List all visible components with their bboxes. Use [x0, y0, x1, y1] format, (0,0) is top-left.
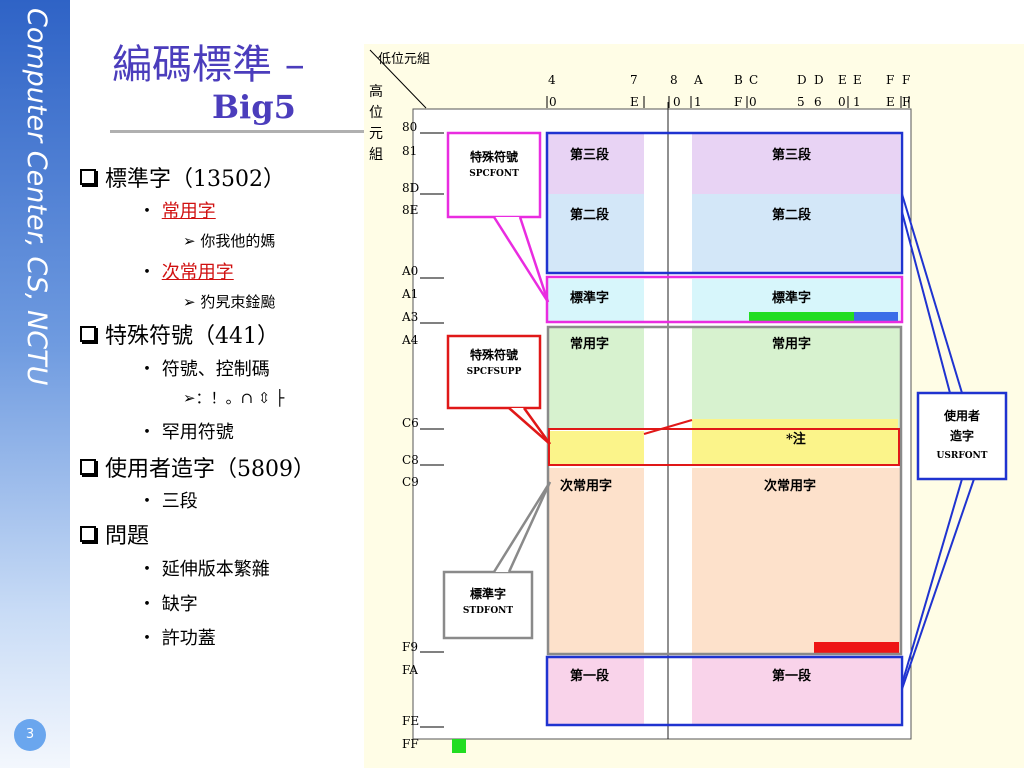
- page-number-badge: 3: [14, 719, 46, 751]
- corner-diagonal: [369, 49, 427, 109]
- col-top-11: F: [902, 73, 911, 87]
- sidebar: Computer Center, CS, NCTU 3: [0, 0, 70, 768]
- row-label-c6: C6: [402, 416, 419, 430]
- bullet-user: 使用者造字（5809）: [80, 451, 315, 483]
- zone-seg1-left: 第一段: [570, 669, 610, 684]
- bullet-symbols-example: ➢：！。∩ ⇳ ├: [183, 389, 285, 407]
- zone-less-common-left: 次常用字: [560, 479, 613, 494]
- col-top-10: F: [886, 73, 895, 87]
- row-label-a0: A0: [402, 264, 419, 278]
- col-top-3: A: [694, 73, 703, 87]
- bullet-three-segments: ・ 三段: [138, 491, 198, 512]
- zone-standard-right: 標準字: [772, 291, 812, 306]
- row-label-8e: 8E: [402, 203, 419, 217]
- zone-standard-left: 標準字: [570, 291, 610, 306]
- bullet-less-common-example: ➢ 犳旯朿鍂颱: [183, 293, 276, 311]
- col-bottom-2: 0: [673, 95, 681, 109]
- frame-standard-main: [546, 325, 903, 656]
- col-top-1: 7: [630, 73, 638, 87]
- title-divider: [110, 130, 365, 133]
- col-bottom-5: 0: [749, 95, 757, 109]
- col-bottom-3: 1: [694, 95, 702, 109]
- frame-user-seg1: [545, 655, 904, 727]
- code-map-graphic: [369, 49, 1008, 753]
- bullet-problem: 問題: [80, 518, 149, 550]
- high-byte-label: 高位元組: [369, 84, 383, 163]
- bullet-name: ・ 許功蓋: [138, 628, 216, 649]
- zone-fills: [452, 134, 900, 753]
- zone-common-right: 常用字: [772, 337, 812, 352]
- low-byte-label: 低位元組: [378, 52, 431, 67]
- checkbox-bullet-icon: [80, 169, 96, 185]
- col-bottom-11: F: [902, 95, 911, 109]
- zone-seg3-left: 第三段: [570, 148, 610, 163]
- row-label-a3: A3: [402, 310, 419, 324]
- bullet-symbols: ・ 符號、控制碼: [138, 359, 270, 380]
- checkbox-bullet-icon: [80, 526, 96, 542]
- callout-stdfont-box: [442, 570, 534, 640]
- row-label-a4: A4: [402, 333, 419, 347]
- row-label-fe: FE: [402, 714, 420, 728]
- col-top-9: E: [853, 73, 862, 87]
- frame-note-red: [548, 428, 900, 466]
- slide-title: 編碼標準 –: [112, 42, 305, 88]
- row-label-a1: A1: [402, 287, 419, 301]
- zone-note: *注: [786, 432, 806, 447]
- bullet-standard: 標準字（13502）: [80, 161, 285, 193]
- bullet-common: ・ 常用字: [138, 201, 216, 222]
- bullet-common-example: ➢ 你我他的媽: [183, 232, 276, 250]
- row-label-c8: C8: [402, 453, 419, 467]
- bullet-rare: ・ 罕用符號: [138, 422, 234, 443]
- col-bottom-4: F: [734, 95, 743, 109]
- column-ticks: [546, 96, 910, 108]
- vertical-title: Computer Center, CS, NCTU: [21, 8, 52, 386]
- row-label-8d: 8D: [402, 181, 420, 195]
- col-top-4: B: [734, 73, 743, 87]
- col-bottom-7: 6: [814, 95, 822, 109]
- zone-seg2-right: 第二段: [772, 208, 812, 223]
- col-bottom-6: 5: [797, 95, 805, 109]
- col-top-7: D: [814, 73, 824, 87]
- col-top-2: 8: [670, 73, 678, 87]
- zone-seg3-right: 第三段: [772, 148, 812, 163]
- callout-spcfont-box: [446, 131, 542, 219]
- row-label-f9: F9: [402, 640, 418, 654]
- frame-user-seg23: [545, 131, 904, 275]
- row-label-c9: C9: [402, 475, 419, 489]
- bullet-missing: ・ 缺字: [138, 594, 198, 615]
- col-bottom-10: E: [886, 95, 895, 109]
- col-bottom-9: 1: [853, 95, 861, 109]
- checkbox-bullet-icon: [80, 326, 96, 342]
- zone-less-common-right: 次常用字: [764, 479, 817, 494]
- row-label-ff: FF: [402, 737, 419, 751]
- col-top-5: C: [749, 73, 759, 87]
- checkbox-bullet-icon: [80, 459, 96, 475]
- col-bottom-1: E: [630, 95, 639, 109]
- row-label-fa: FA: [402, 663, 418, 677]
- zone-common-left: 常用字: [570, 337, 610, 352]
- slide-subtitle: Big5: [212, 88, 296, 126]
- row-label-81: 81: [402, 144, 418, 158]
- col-bottom-8: 0: [838, 95, 846, 109]
- bullet-special: 特殊符號（441）: [80, 318, 279, 350]
- bullet-less-common: ・ 次常用字: [138, 262, 234, 283]
- col-top-0: 4: [548, 73, 556, 87]
- zone-seg1-right: 第一段: [772, 669, 812, 684]
- col-top-6: D: [797, 73, 807, 87]
- big5-code-map: 低位元組 高位元組 4 7 8 A B C D D E E F F 0 E 0 …: [364, 44, 1024, 768]
- usrfont-pointers: [901, 193, 975, 690]
- col-bottom-0: 0: [549, 95, 557, 109]
- row-label-80: 80: [402, 120, 418, 134]
- row-ticks: [420, 132, 444, 728]
- col-top-8: E: [838, 73, 847, 87]
- callout-spcfsupp-box: [446, 334, 542, 410]
- zone-seg2-left: 第二段: [570, 208, 610, 223]
- bullet-extensions: ・ 延伸版本繁雜: [138, 559, 270, 580]
